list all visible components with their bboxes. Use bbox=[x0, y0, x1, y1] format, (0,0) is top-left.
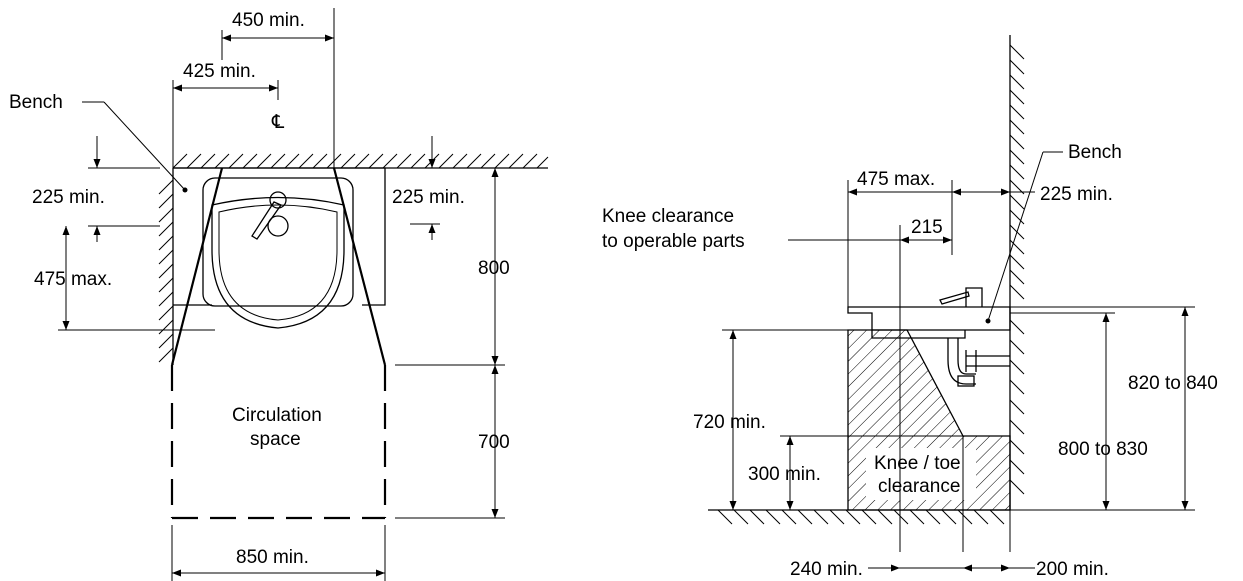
circulation-label-2: space bbox=[250, 429, 301, 450]
section-dim-225-label: 225 min. bbox=[1040, 184, 1113, 205]
centreline-symbol: ℄ bbox=[271, 112, 285, 133]
knee-op-label-1: Knee clearance bbox=[602, 206, 734, 227]
basin bbox=[202, 177, 354, 329]
bench-label: Bench bbox=[9, 92, 63, 113]
side-wall bbox=[1009, 35, 1025, 510]
circulation-space-outline bbox=[170, 365, 387, 520]
dim-300-label: 300 min. bbox=[748, 464, 821, 485]
knee-toe-label-1: Knee / toe bbox=[874, 453, 961, 474]
dim-850-label: 850 min. bbox=[236, 547, 309, 568]
left-wall bbox=[158, 168, 174, 365]
dim-450-label: 450 min. bbox=[232, 10, 305, 31]
section-bench-label: Bench bbox=[1068, 142, 1122, 163]
dim-820-840-label: 820 to 840 bbox=[1128, 373, 1218, 394]
bench-outline bbox=[173, 167, 386, 306]
section-dim-475-label: 475 max. bbox=[857, 169, 935, 190]
dim-240-label: 240 min. bbox=[790, 559, 863, 580]
dim-720-label: 720 min. bbox=[693, 412, 766, 433]
plan-view: 450 min. 425 min. ℄ Bench 225 min. 475 m… bbox=[9, 8, 549, 581]
dim-225-right-label: 225 min. bbox=[392, 187, 465, 208]
knee-toe-label-bg bbox=[866, 448, 976, 500]
top-wall bbox=[172, 153, 549, 169]
dim-200-label: 200 min. bbox=[1036, 559, 1109, 580]
dim-225-left-label: 225 min. bbox=[32, 187, 105, 208]
knee-op-label-2: to operable parts bbox=[602, 231, 745, 252]
knee-toe-label-2: clearance bbox=[878, 476, 960, 497]
floor bbox=[708, 509, 1010, 525]
dim-700-label: 700 bbox=[478, 432, 510, 453]
circulation-label-1: Circulation bbox=[232, 405, 322, 426]
dim-425-label: 425 min. bbox=[183, 61, 256, 82]
dim-475-label: 475 max. bbox=[34, 269, 112, 290]
knee-line-right bbox=[332, 167, 387, 366]
section-view: Bench 475 max. 225 min. Knee clearance t… bbox=[602, 35, 1218, 580]
knee-line-left bbox=[170, 167, 224, 366]
dim-215-label: 215 bbox=[911, 217, 943, 238]
dim-800-830-label: 800 to 830 bbox=[1058, 439, 1148, 460]
dim-800-label: 800 bbox=[478, 258, 510, 279]
